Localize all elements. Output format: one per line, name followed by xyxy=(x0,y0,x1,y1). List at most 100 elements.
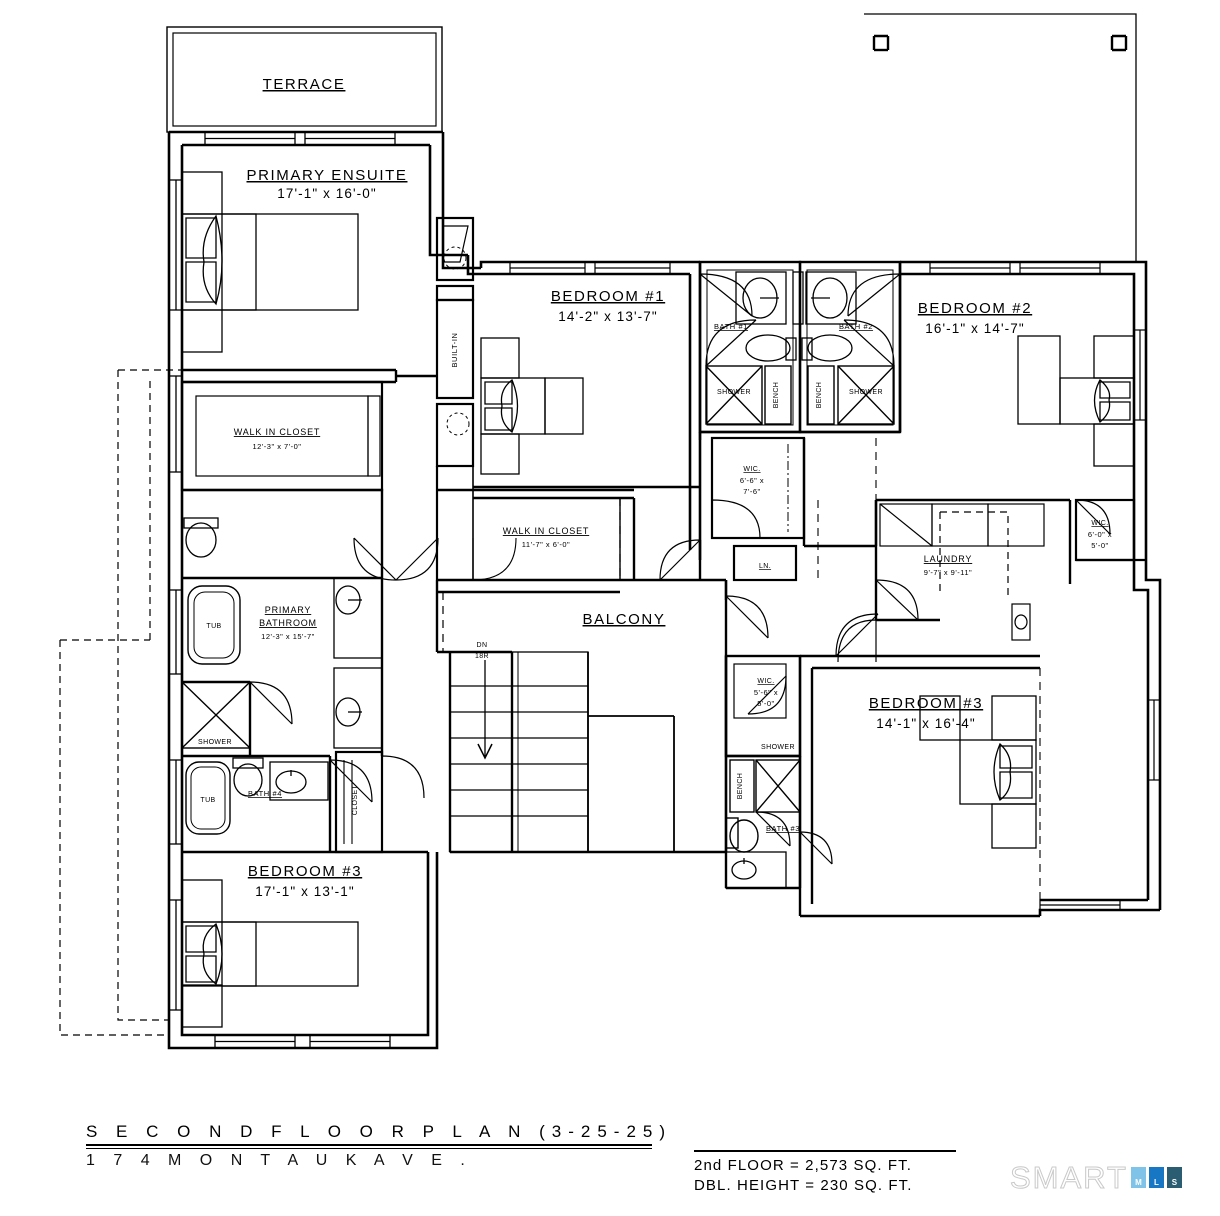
label-bench-bath3: BENCH xyxy=(737,773,744,800)
area-summary: 2nd FLOOR = 2,573 SQ. FT. DBL. HEIGHT = … xyxy=(694,1156,913,1196)
bath3-lower-fixtures xyxy=(725,851,787,889)
walk-in-closet-1-walls xyxy=(180,380,384,492)
label-bedroom2-name: BEDROOM #2 xyxy=(918,300,1032,317)
stairs xyxy=(449,651,589,853)
label-wic-center-dim2: 7'-6" xyxy=(743,487,760,496)
label-bedroom2-dim: 16'-1" x 14'-7" xyxy=(925,321,1025,336)
bedroom1-windows xyxy=(509,261,671,275)
label-wic-bath3-dim2: 5'-0" xyxy=(757,699,774,708)
label-bedroom1-dim: 14'-2" x 13'-7" xyxy=(558,309,658,324)
toilet-bath4 xyxy=(232,757,264,797)
title-rule-bottom xyxy=(86,1148,652,1149)
center-hall-walls xyxy=(435,432,878,652)
label-balcony: BALCONY xyxy=(583,611,666,628)
watermark-m-box: M xyxy=(1130,1167,1146,1188)
wall-linework xyxy=(59,13,1162,1050)
watermark-l-box: L xyxy=(1148,1167,1164,1188)
label-wic-right-dim2: 5'-0" xyxy=(1091,541,1108,550)
label-linen: LN. xyxy=(759,563,771,570)
misc-guides xyxy=(817,438,1041,900)
right-wall-windows xyxy=(1011,603,1161,911)
label-primary-ensuite-name: PRIMARY ENSUITE xyxy=(247,167,408,184)
label-tub-bath4: TUB xyxy=(200,797,215,804)
label-wic-center-name: WIC. xyxy=(743,466,760,473)
label-shower-bath1: SHOWER xyxy=(717,389,751,396)
label-bath2: BATH #2 xyxy=(839,322,873,331)
room-labels: TERRACE PRIMARY ENSUITE 17'-1" x 16'-0" … xyxy=(198,76,1112,899)
label-terrace: TERRACE xyxy=(263,76,346,93)
label-closet-left: CLOSET xyxy=(352,784,359,815)
label-bedroom1-name: BEDROOM #1 xyxy=(551,288,665,305)
bath-door-swings xyxy=(699,273,901,367)
tub-primary xyxy=(187,585,241,665)
label-wic1-name: WALK IN CLOSET xyxy=(234,427,320,437)
bedroom3-left-furniture xyxy=(181,879,359,1028)
label-tub-primary: TUB xyxy=(206,623,221,630)
area-rule xyxy=(694,1150,956,1152)
label-primary-bath-name-1: PRIMARY xyxy=(265,605,311,615)
label-bath1: BATH #1 xyxy=(714,322,748,331)
watermark-wordmark: SMART xyxy=(1010,1160,1128,1195)
title-block: S E C O N D F L O O R P L A N (3-25-25) … xyxy=(86,1122,1186,1170)
label-bedroom3-right-dim: 14'-1" x 16'-4" xyxy=(876,716,976,731)
label-wic-bath3-dim1: 5'-6" x xyxy=(754,688,778,697)
bedroom3-right-furniture xyxy=(919,695,1037,849)
bath-core-showers xyxy=(705,365,895,425)
bath-core-toilets xyxy=(745,334,853,362)
area-second-floor: 2nd FLOOR = 2,573 SQ. FT. xyxy=(694,1157,913,1174)
bath-core-walls xyxy=(698,260,902,434)
primary-ensuite-furniture xyxy=(181,171,359,353)
label-wic-bath3-name: WIC. xyxy=(757,678,774,685)
label-bedroom3-left-dim: 17'-1" x 13'-1" xyxy=(255,884,355,899)
label-stair-risers: 18R xyxy=(475,653,489,660)
label-bedroom3-left-name: BEDROOM #3 xyxy=(248,863,362,880)
bedroom1-furniture xyxy=(480,337,584,475)
label-bedroom3-right-name: BEDROOM #3 xyxy=(869,695,983,712)
watermark-s-box: S xyxy=(1166,1167,1182,1188)
sink-bath4 xyxy=(269,761,329,801)
label-bench-bath1: BENCH xyxy=(773,382,780,409)
label-wic-center-dim1: 6'-6" x xyxy=(740,476,764,485)
label-bath3: BATH #3 xyxy=(766,824,800,833)
linen-closet-walls xyxy=(732,544,798,582)
double-height-void xyxy=(587,652,675,852)
balcony-rail-dashed xyxy=(442,498,727,652)
bath-core-sinks xyxy=(735,271,857,325)
plan-title: S E C O N D F L O O R P L A N (3-25-25) xyxy=(86,1122,673,1141)
label-laundry-dim: 9'-7" x 9'-11" xyxy=(924,568,972,577)
label-built-in: BUILT-IN xyxy=(450,332,459,367)
label-laundry-name: LAUNDRY xyxy=(924,554,972,564)
plan-address: 1 7 4 M O N T A U K A V E . xyxy=(86,1152,472,1169)
vanity-primary xyxy=(333,577,383,749)
label-shower-left: SHOWER xyxy=(198,739,232,746)
label-wic2-name: WALK IN CLOSET xyxy=(503,526,589,536)
area-double-height: DBL. HEIGHT = 230 SQ. FT. xyxy=(694,1177,913,1194)
label-shower-bath2: SHOWER xyxy=(849,389,883,396)
builtin-walls xyxy=(435,216,475,580)
laundry-counter xyxy=(879,503,1045,596)
tub-bath4 xyxy=(185,761,231,835)
label-primary-bath-dim: 12'-3" x 15'-7" xyxy=(261,632,315,641)
label-primary-bath-name-2: BATHROOM xyxy=(259,618,317,628)
label-primary-ensuite-dim: 17'-1" x 16'-0" xyxy=(277,186,377,201)
smart-mls-watermark: SMART M L S xyxy=(1010,1160,1182,1195)
label-wic2-dim: 11'-7" x 6'-0" xyxy=(522,540,570,549)
overhead-dashed-1 xyxy=(59,369,396,1036)
door-swings-center xyxy=(249,537,919,865)
bedroom1-lower-wall xyxy=(473,485,700,580)
toilet-primary xyxy=(183,517,219,558)
bedroom2-furniture xyxy=(1017,335,1135,467)
label-wic-right-name: WIC. xyxy=(1091,520,1108,527)
label-wic-right-dim1: 6'-0" x xyxy=(1088,530,1112,539)
left-wing-windows xyxy=(168,131,396,1049)
label-bench-bath2: BENCH xyxy=(816,382,823,409)
double-height-outline xyxy=(864,13,1137,262)
shower-left xyxy=(181,681,251,749)
label-bath4: BATH #4 xyxy=(248,789,282,798)
title-rule-top xyxy=(86,1144,652,1146)
label-stair-dn: DN xyxy=(477,642,488,649)
bath3-fixtures xyxy=(725,675,801,853)
